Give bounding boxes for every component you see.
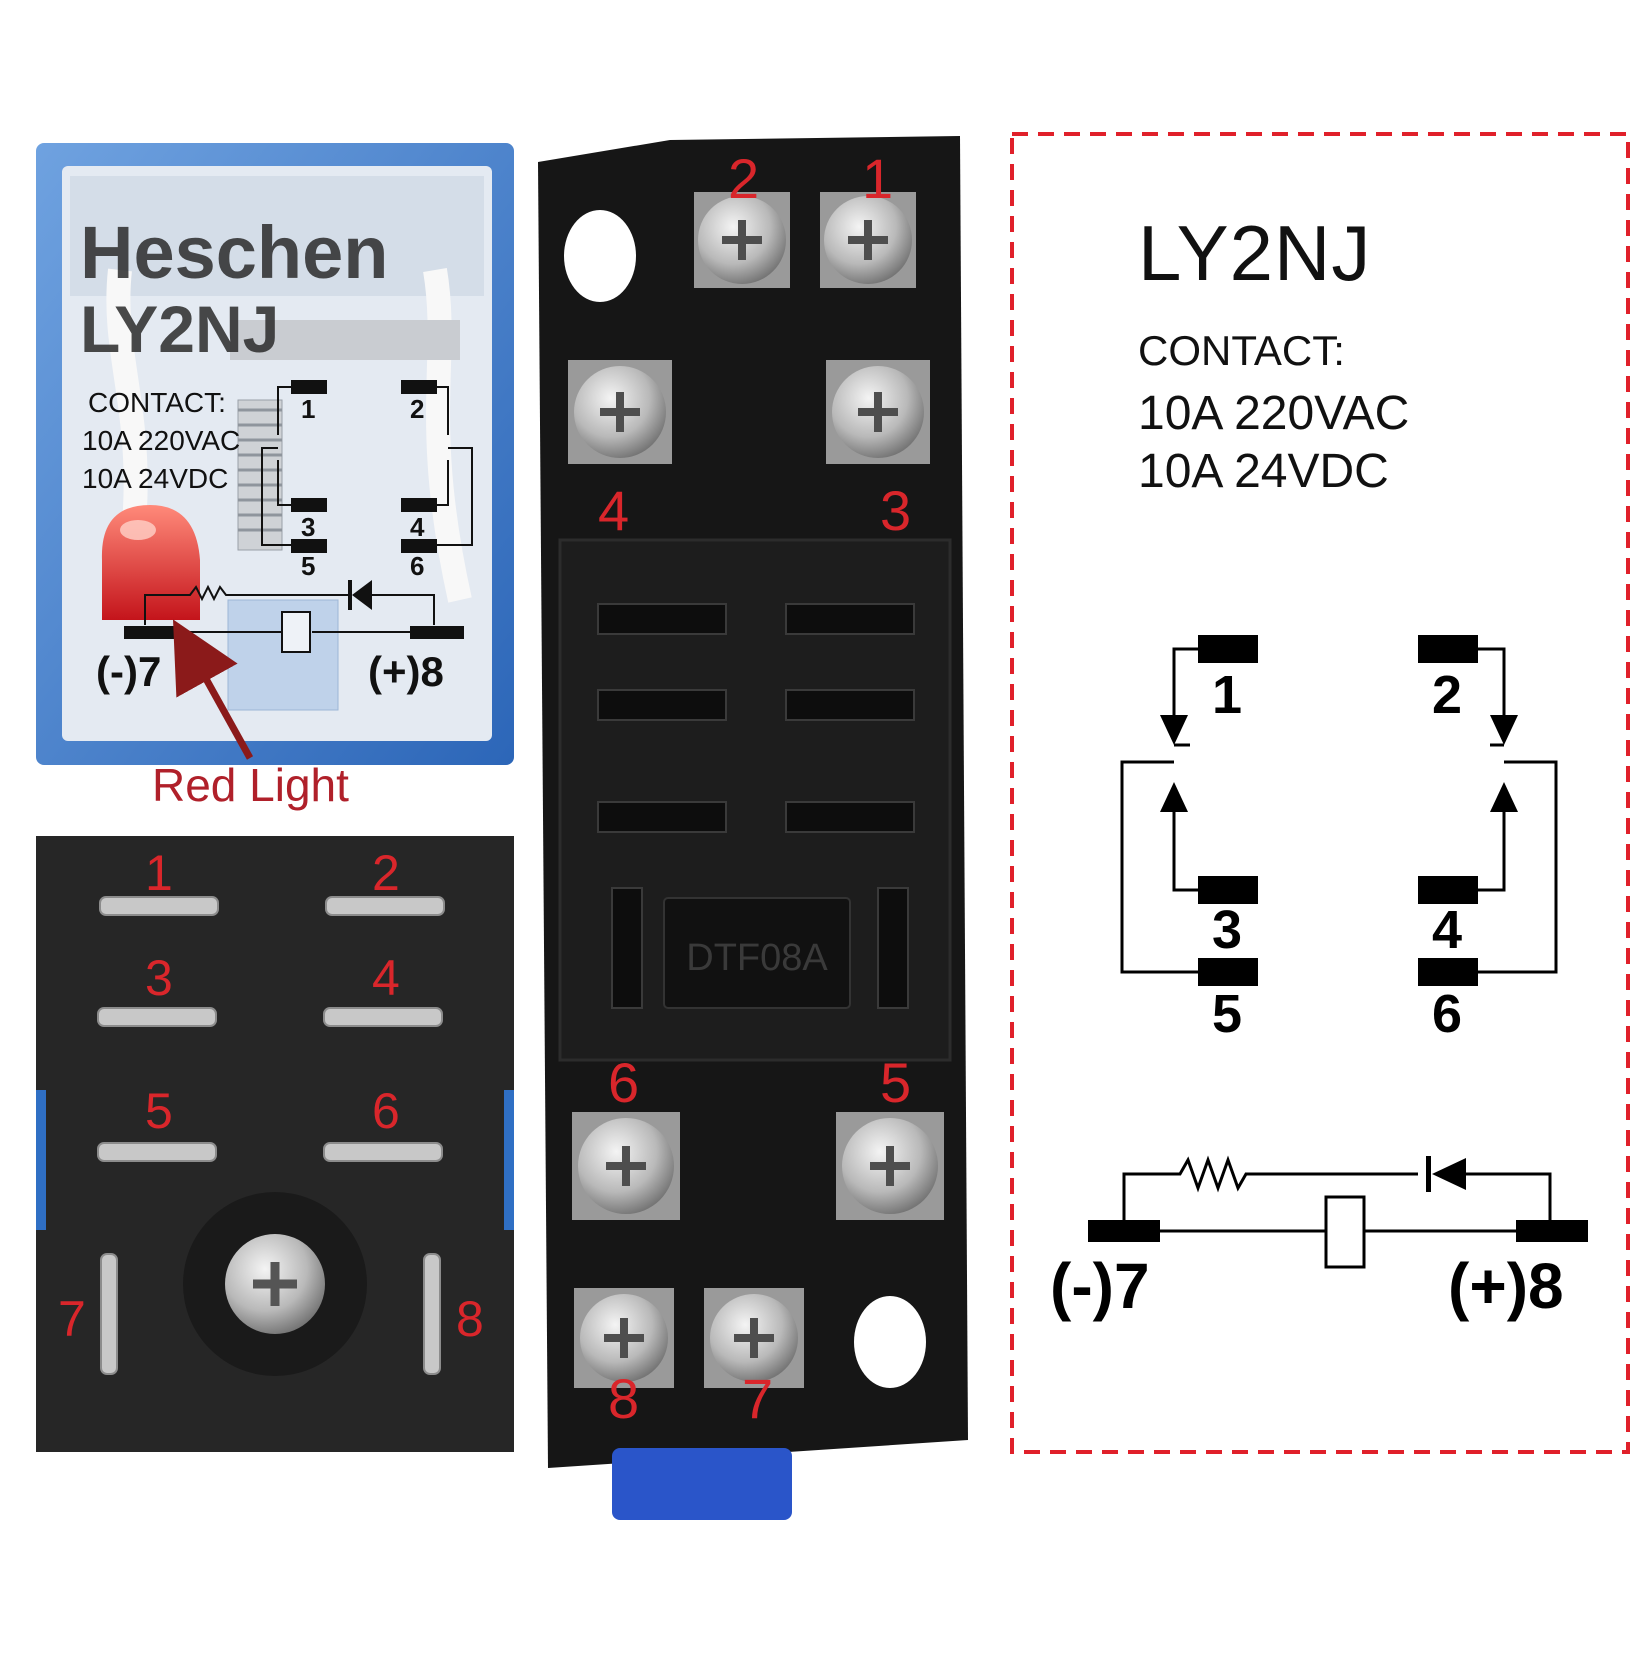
relay-coil-terminal-7 (124, 626, 178, 639)
socket-mount-hole (564, 210, 636, 302)
socket-terminal-label: 7 (742, 1367, 773, 1430)
relay-contact-label: CONTACT: (88, 387, 226, 418)
relay-pin-blade (97, 1142, 217, 1162)
relay-bottom-pin-label: 2 (372, 845, 400, 901)
relay-photo: Heschen LY2NJ CONTACT: 10A 220VAC 10A 24… (36, 143, 514, 765)
spec-coil-pos-label: (+)8 (1448, 1250, 1564, 1322)
relay-bottom-pin-label: 7 (58, 1291, 86, 1347)
relay-pin-blade (100, 1253, 118, 1375)
socket-slot (597, 801, 727, 833)
spec-pin-label: 6 (1432, 984, 1462, 1044)
socket-slot (597, 603, 727, 635)
red-light-led (101, 505, 200, 620)
relay-pin-label: 2 (410, 394, 424, 424)
mounting-screw (225, 1234, 325, 1334)
relay-coil-neg-label: (-)7 (96, 648, 161, 695)
socket-mount-hole (854, 1296, 926, 1388)
relay-pin-label: 6 (410, 551, 424, 581)
relay-bottom-pin-label: 1 (145, 845, 173, 901)
coil-spring (237, 399, 283, 551)
relay-bottom-pin-label: 3 (145, 950, 173, 1006)
spec-schematic (1088, 635, 1588, 1269)
relay-pin-label: 5 (301, 551, 315, 581)
spec-rating-dc: 10A 24VDC (1138, 445, 1389, 498)
relay-pin-label: 3 (301, 512, 315, 542)
red-light-arrow (173, 619, 254, 760)
relay-bottom-pin-label: 5 (145, 1083, 173, 1139)
spec-contact-label: CONTACT: (1138, 327, 1345, 374)
socket-screws (568, 192, 944, 1388)
socket-slot (597, 689, 727, 721)
relay-brand-text: Heschen (80, 211, 388, 294)
socket-slot (785, 801, 915, 833)
relay-bottom-pin-label: 4 (372, 950, 400, 1006)
socket-terminal-label: 2 (728, 147, 759, 210)
spec-rating-ac: 10A 220VAC (1138, 387, 1410, 440)
red-light-caption: Red Light (152, 759, 349, 811)
spec-pin-label: 3 (1212, 900, 1242, 960)
spec-pin-label: 4 (1432, 900, 1462, 960)
socket-slot (785, 689, 915, 721)
socket-terminal-label: 4 (598, 479, 629, 542)
socket-terminal-label: 3 (880, 479, 911, 542)
relay-bottom-pin-label: 8 (456, 1291, 484, 1347)
relay-bottom-pin-label: 6 (372, 1083, 400, 1139)
relay-bottom-photo: 1 2 3 4 5 6 7 8 (36, 836, 514, 1452)
socket-slot (611, 887, 643, 1009)
socket-slot (877, 887, 909, 1009)
spec-coil-neg-label: (-)7 (1050, 1250, 1150, 1322)
spec-panel-border (1010, 132, 1630, 1454)
socket-slot (785, 603, 915, 635)
relay-pin-blade (423, 1253, 441, 1375)
relay-coil-terminal-8 (410, 626, 464, 639)
relay-model-text: LY2NJ (80, 292, 279, 366)
socket-terminal-label: 1 (862, 147, 893, 210)
spec-pin-label: 2 (1432, 665, 1462, 725)
socket-terminal-label: 8 (608, 1367, 639, 1430)
relay-pin-label: 1 (301, 394, 315, 424)
relay-pin-label: 4 (410, 512, 425, 542)
socket-model-text: DTF08A (686, 937, 828, 979)
socket-terminal-label: 5 (880, 1051, 911, 1114)
relay-coil-pos-label: (+)8 (368, 648, 444, 695)
relay-printed-schematic (144, 380, 473, 653)
relay-pin-blade (97, 1007, 217, 1027)
socket-terminal-label: 6 (608, 1051, 639, 1114)
relay-diode-symbol (352, 580, 372, 610)
relay-pin-blade (99, 896, 219, 916)
relay-rating-dc: 10A 24VDC (82, 463, 228, 494)
relay-rating-ac: 10A 220VAC (82, 425, 240, 456)
spec-title: LY2NJ (1138, 209, 1372, 297)
relay-pin-blade (323, 1007, 443, 1027)
spec-pin-label: 1 (1212, 665, 1242, 725)
relay-pin-blade (325, 896, 445, 916)
relay-pin-blade (323, 1142, 443, 1162)
socket-photo: DTF08A 2 1 4 3 6 5 8 7 (538, 136, 968, 1520)
spec-pin-label: 5 (1212, 984, 1242, 1044)
socket-blue-clip (612, 1448, 792, 1520)
